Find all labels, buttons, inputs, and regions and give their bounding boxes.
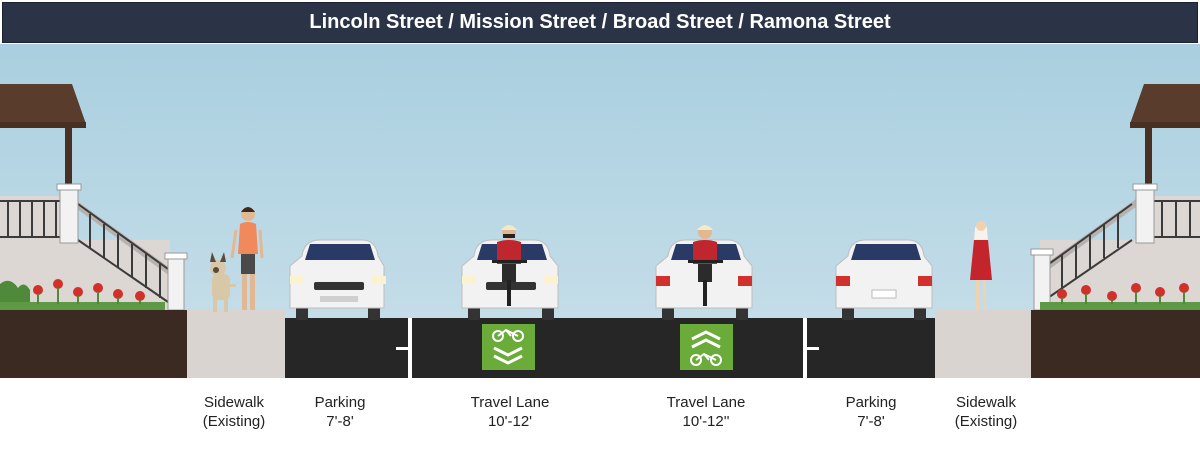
street-scene xyxy=(0,44,1200,378)
pedestrian-icon xyxy=(230,207,264,310)
right-house-porch xyxy=(1030,84,1200,311)
label-left-travel-lane: Travel Lane 10'-12' xyxy=(470,394,550,430)
left-parked-car xyxy=(289,239,386,320)
bike-sharrow-up-icon xyxy=(680,324,733,370)
page-title: Lincoln Street / Mission Street / Broad … xyxy=(2,2,1198,43)
parking-line-right xyxy=(803,318,807,378)
left-planter xyxy=(0,310,187,378)
right-parked-car xyxy=(835,239,933,320)
left-sidewalk xyxy=(187,310,285,378)
label-left-sidewalk: Sidewalk (Existing) xyxy=(202,394,266,430)
bike-sharrow-down-icon xyxy=(482,324,535,370)
label-right-sidewalk: Sidewalk (Existing) xyxy=(954,394,1018,430)
left-cyclist xyxy=(492,225,527,306)
left-house-porch xyxy=(0,84,188,311)
label-right-parking: Parking 7'-8' xyxy=(845,394,897,430)
right-cyclist xyxy=(688,225,723,306)
right-sidewalk xyxy=(935,310,1031,378)
left-garden xyxy=(0,279,165,310)
roadway xyxy=(285,318,935,378)
label-left-parking: Parking 7'-8' xyxy=(314,394,366,430)
woman-pedestrian xyxy=(970,221,992,310)
right-planter xyxy=(1031,310,1200,378)
right-garden xyxy=(1040,283,1200,310)
sky xyxy=(0,44,1200,319)
dog-icon xyxy=(210,252,236,312)
parking-line-left xyxy=(408,318,412,378)
label-right-travel-lane: Travel Lane 10'-12'' xyxy=(666,394,746,430)
